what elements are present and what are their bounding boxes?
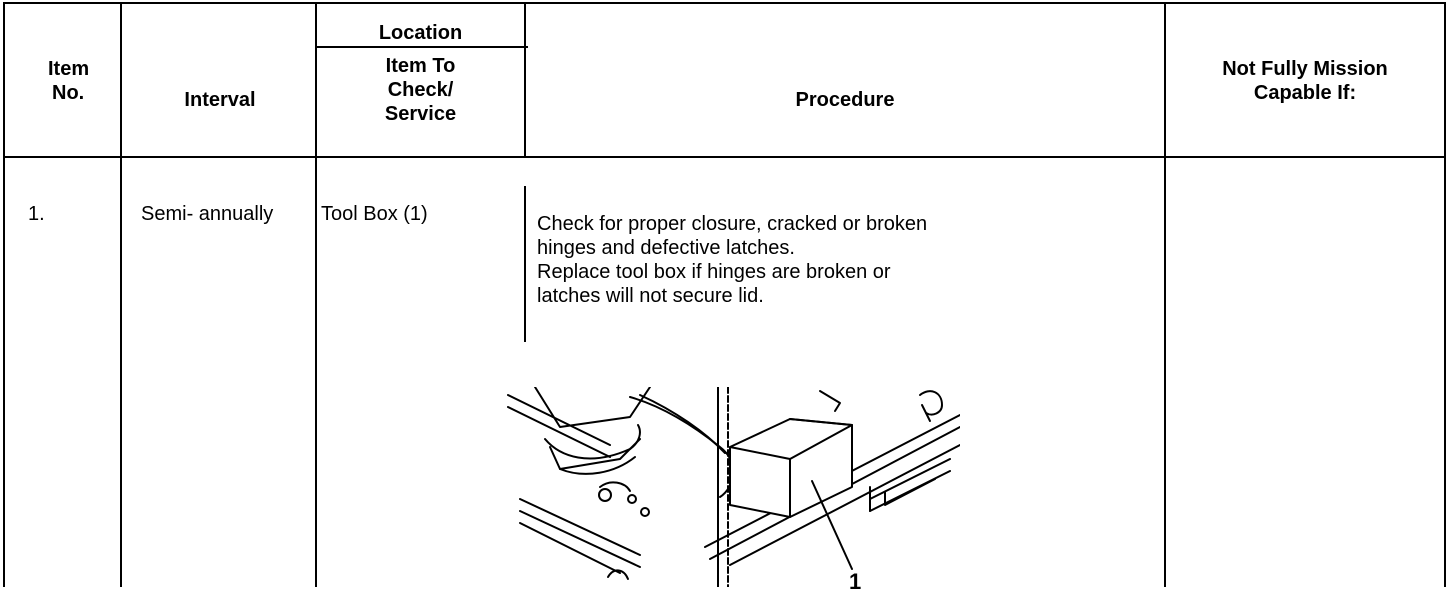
header-not-fmc-line-1: Not Fully Mission: [1222, 58, 1388, 80]
header-item-to-check-line-1: Item To: [385, 55, 456, 77]
table-left-border: [3, 2, 5, 587]
procedure-line-3: Replace tool box if hinges are broken or: [537, 261, 891, 283]
col-divider-1: [120, 2, 122, 587]
col-divider-3-body: [524, 186, 526, 342]
procedure-line-1: Check for proper closure, cracked or bro…: [537, 213, 928, 235]
table-top-border: [3, 2, 1446, 4]
col-divider-4: [1164, 2, 1166, 587]
row-item-no: 1.: [28, 203, 45, 225]
header-item-to-check-line-2: Check/: [387, 79, 454, 101]
header-not-fmc-line-2: Capable If:: [1253, 82, 1357, 104]
tool-box-illustration: [507, 387, 960, 587]
location-underline: [317, 46, 528, 48]
header-not-fmc: Not Fully Mission Capable If:: [1166, 57, 1444, 105]
procedure-line-2: hinges and defective latches.: [537, 237, 795, 259]
callout-1: 1: [849, 569, 862, 594]
row-item: Tool Box (1): [321, 203, 428, 225]
header-location: Location: [378, 22, 463, 44]
header-bottom-border: [3, 156, 1446, 158]
header-item-no-line-1: Item: [48, 58, 90, 80]
row-procedure: Check for proper closure, cracked or bro…: [537, 212, 1137, 308]
header-procedure: Procedure: [795, 89, 895, 111]
row-interval: Semi- annually: [141, 203, 274, 225]
header-item-no-line-2: No.: [52, 82, 85, 104]
header-item-to-check-line-3: Service: [384, 103, 457, 125]
col-divider-3-header: [524, 2, 526, 156]
procedure-line-4: latches will not secure lid.: [537, 285, 764, 307]
col-divider-2: [315, 2, 317, 587]
header-interval: Interval: [184, 89, 256, 111]
header-item-to-check: Item To Check/ Service: [317, 54, 524, 126]
table-right-border: [1444, 2, 1446, 587]
